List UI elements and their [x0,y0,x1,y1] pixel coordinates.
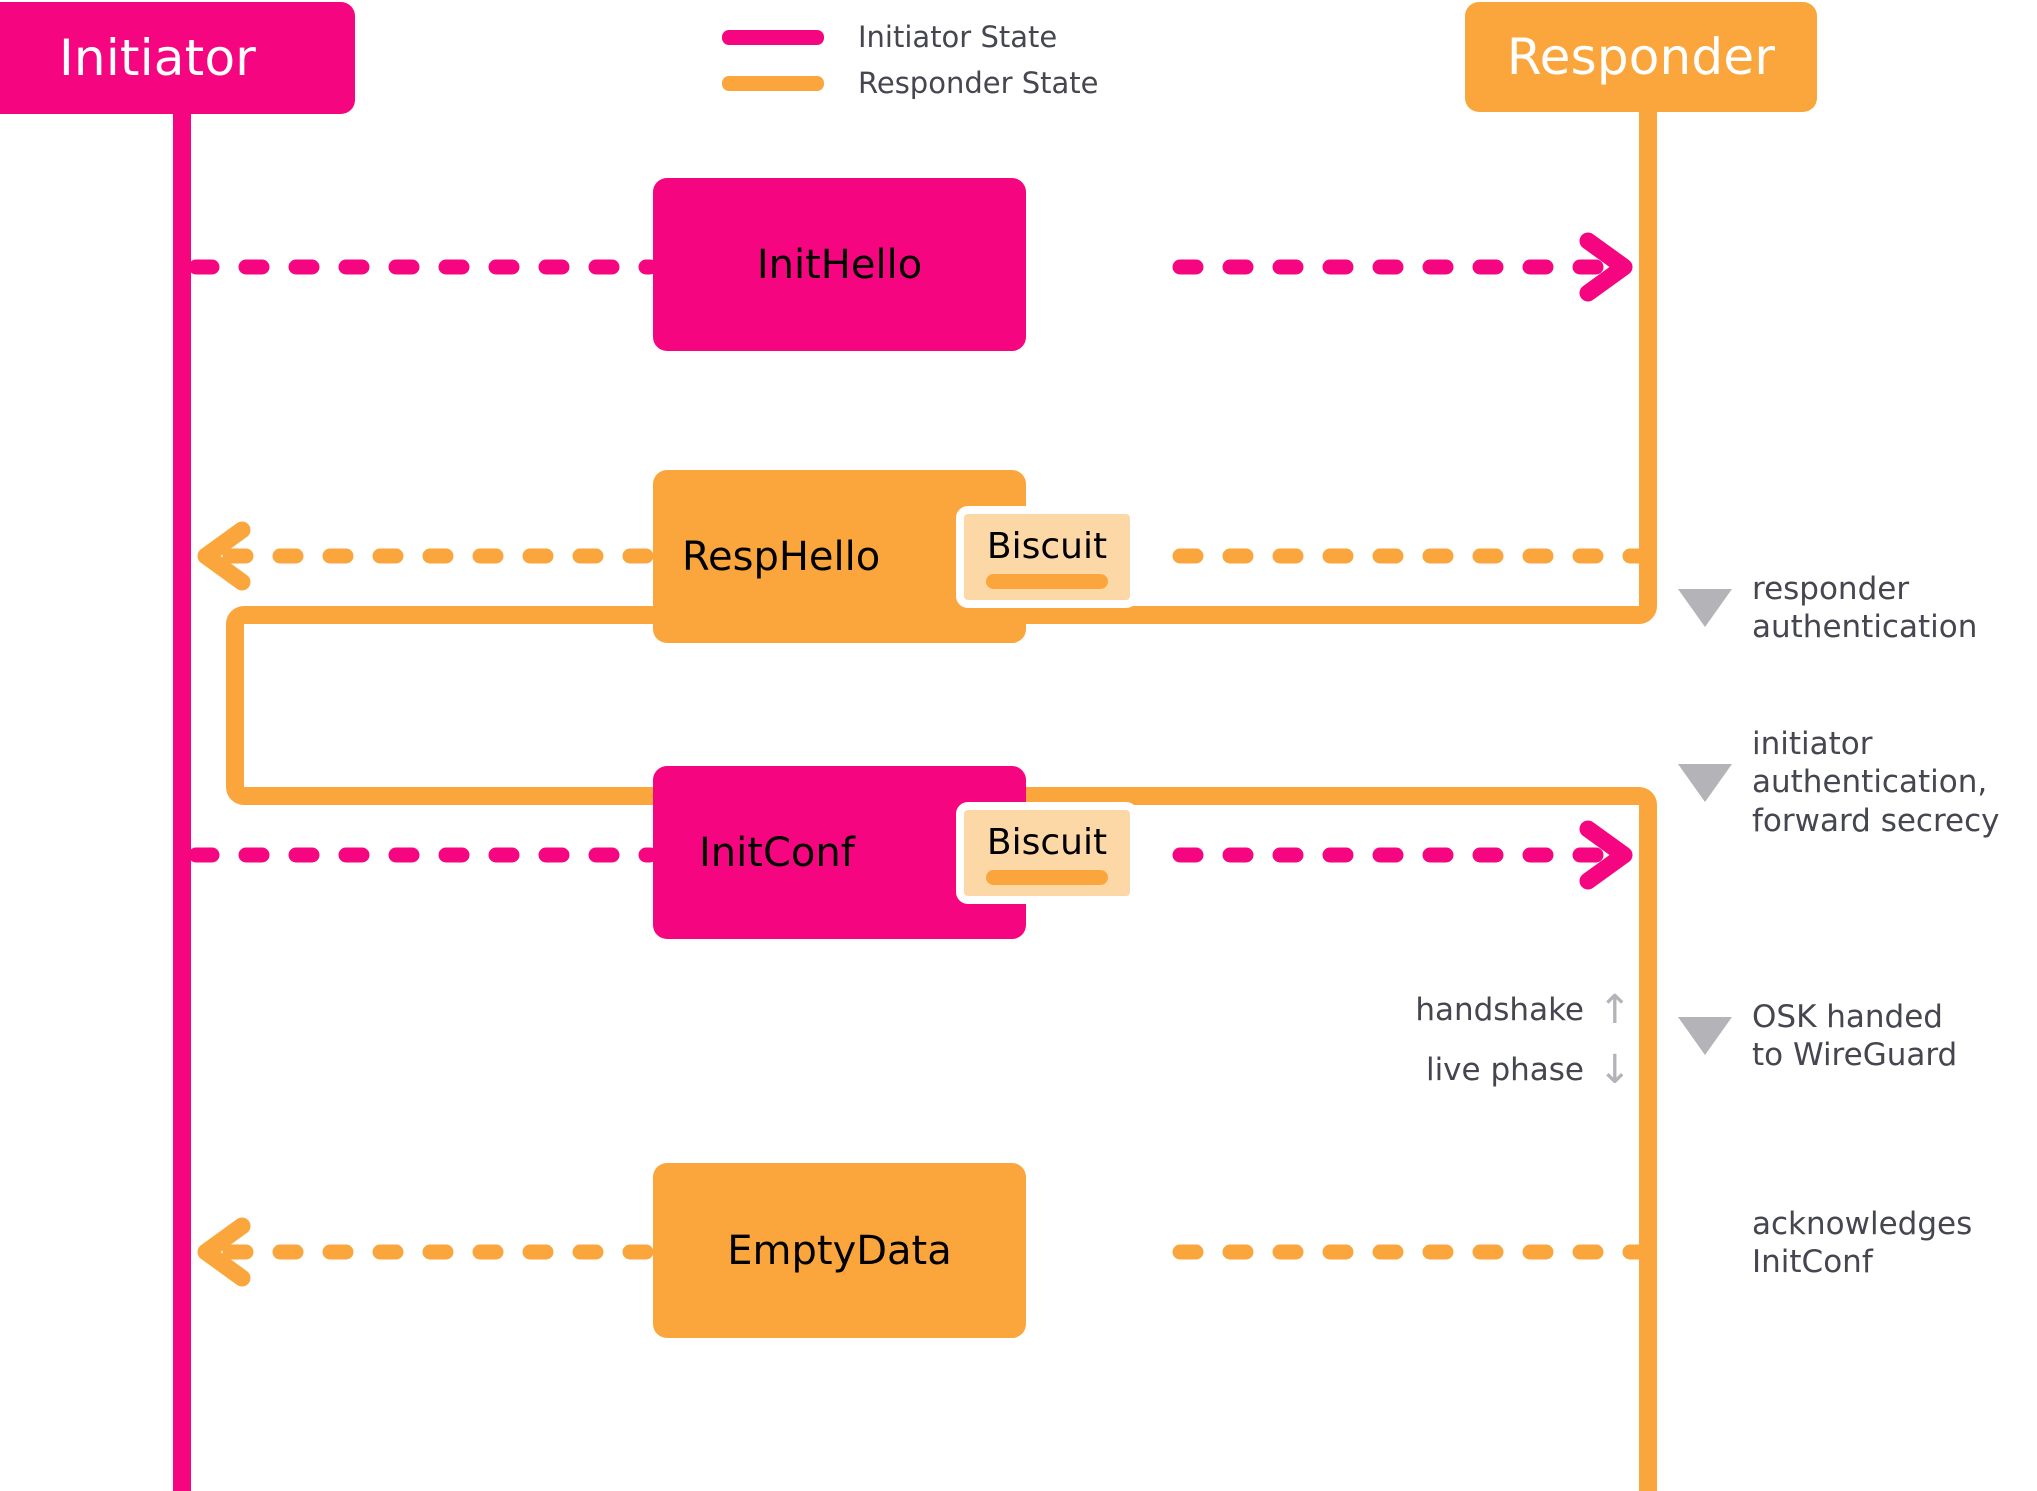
biscuit-badge-init-conf: Biscuit [956,802,1138,904]
legend-label-responder: Responder State [858,66,1099,100]
init-hello-arrowhead [1579,232,1633,302]
phase-label-text: live phase [1425,1052,1584,1088]
biscuit-bar-icon [986,574,1108,589]
biscuit-label: Biscuit [986,526,1108,567]
legend-swatch-responder [722,75,824,91]
responder-actor: Responder [1465,2,1817,112]
legend-item-initiator-state: Initiator State [722,14,1098,60]
annotation-responder-auth: responder authentication [1678,570,1977,647]
annotation-text: acknowledges InitConf [1752,1206,1973,1281]
responder-state-bracket [226,606,660,805]
phase-label-live-phase: live phase ↓ [1300,1046,1632,1094]
phase-label-text: handshake [1415,992,1584,1028]
annotation-text: OSK handed to WireGuard [1752,999,1958,1074]
responder-lifeline-upper [1020,105,1657,624]
initiator-actor: Initiator [0,2,355,114]
legend-item-responder-state: Responder State [722,60,1098,106]
arrow-down-icon: ↓ [1598,1047,1632,1093]
legend-label-initiator: Initiator State [858,20,1058,54]
init-conf-arrowhead [1579,820,1633,890]
annotation-initiator-auth: initiator authentication, forward secrec… [1678,725,2000,840]
message-box-init-hello: InitHello [653,178,1026,351]
biscuit-label: Biscuit [986,822,1108,863]
annotation-osk-handed: OSK handed to WireGuard [1678,998,1957,1075]
message-box-init-conf: InitConf Biscuit [653,766,1138,939]
biscuit-bar-icon [986,870,1108,885]
legend: Initiator State Responder State [722,14,1098,106]
message-label-resp-hello: RespHello [682,533,881,580]
annotation-text: initiator authentication, forward secrec… [1752,726,2000,839]
phase-label-handshake: handshake ↑ [1300,986,1632,1034]
message-label-empty-data: EmptyData [727,1227,952,1274]
legend-swatch-initiator [722,29,824,45]
empty-data-arrowhead [197,1217,251,1287]
triangle-down-icon [1678,589,1732,628]
message-box-resp-hello: RespHello Biscuit [653,470,1138,643]
message-box-empty-data: EmptyData [653,1163,1026,1338]
message-label-init-conf: InitConf [699,829,855,876]
annotation-text: responder authentication [1752,571,1978,646]
responder-lifeline-lower [1020,787,1657,1491]
triangle-down-icon [1678,1017,1732,1056]
arrow-up-icon: ↑ [1598,987,1632,1033]
resp-hello-arrowhead [197,521,251,591]
initiator-lifeline [173,105,191,1491]
initiator-actor-label: Initiator [58,29,256,87]
message-label-init-hello: InitHello [756,241,923,288]
responder-actor-label: Responder [1506,28,1776,86]
triangle-down-icon [1678,763,1732,802]
biscuit-badge-resp-hello: Biscuit [956,506,1138,608]
annotation-acknowledges-initconf: acknowledges InitConf [1678,1205,1972,1282]
